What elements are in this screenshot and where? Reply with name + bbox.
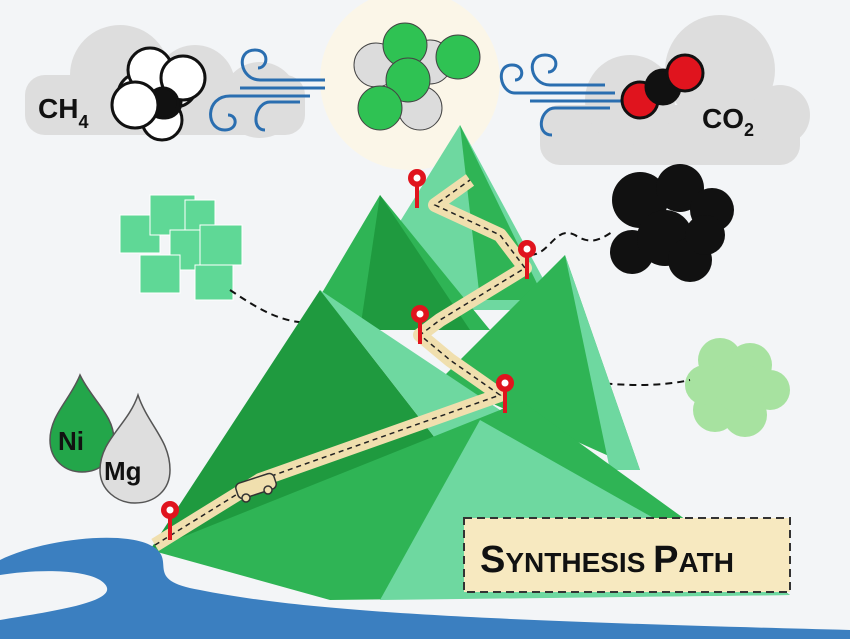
synthesis-trail: [151, 174, 532, 551]
carbon-dioxide-label: CO2: [702, 103, 754, 140]
magnesium-drop-icon: Mg: [99, 392, 171, 504]
green-crystal-squares-icon: [119, 194, 243, 301]
wind-icon-left: [209, 48, 325, 132]
pin-icon: [411, 305, 429, 344]
carbon-dioxide-molecule-icon: [620, 53, 705, 120]
light-green-particle-icon: [685, 338, 790, 437]
pin-icon: [161, 501, 179, 540]
catalyst-cluster-icon: [353, 22, 481, 131]
methane-label: CH4: [38, 93, 88, 132]
wind-icon-right: [500, 53, 625, 137]
river: [0, 537, 850, 639]
pin-icon: [496, 374, 514, 413]
carbon-cluster-icon: [610, 164, 734, 282]
svg-text:Mg: Mg: [104, 456, 142, 486]
location-pins: [161, 169, 536, 540]
svg-text:Ni: Ni: [58, 426, 84, 456]
truck-icon: [235, 472, 277, 503]
methane-molecule-top-icon: [110, 46, 207, 130]
synthesis-path-sign: SYNTHESIS PATH: [463, 517, 791, 593]
nickel-drop-icon: Ni: [49, 373, 115, 473]
pin-icon: [408, 169, 426, 208]
pin-icon: [518, 240, 536, 279]
synthesis-path-label: SYNTHESIS PATH: [480, 539, 734, 581]
